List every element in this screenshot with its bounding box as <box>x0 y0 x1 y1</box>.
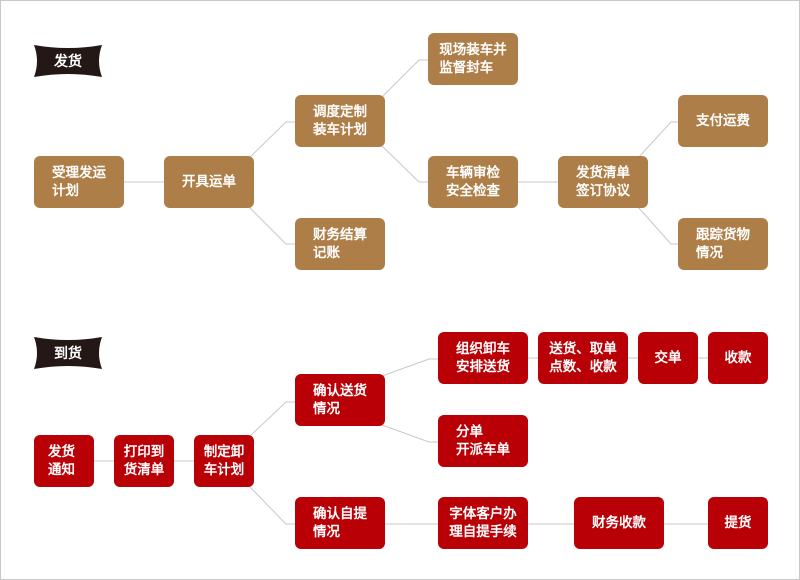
step-issue-waybill: 开具运单 <box>164 156 254 208</box>
step-dispatch-plan: 调度定制 装车计划 <box>295 95 385 147</box>
step-label: 发货清单 签订协议 <box>576 165 630 199</box>
step-vehicle-check: 车辆审检 安全检查 <box>428 156 518 208</box>
step-arrange-delivery: 组织卸车 安排送货 <box>438 332 528 384</box>
connector <box>637 206 678 245</box>
step-finance-settle: 财务结算 记账 <box>295 218 385 270</box>
step-label: 受理发运 计划 <box>52 165 106 199</box>
step-unload-plan: 制定卸 车计划 <box>194 435 254 487</box>
step-label: 确认自提 情况 <box>313 506 367 540</box>
step-label: 车辆审检 安全检查 <box>446 165 500 199</box>
section-title: 发货 <box>54 54 82 70</box>
connector <box>248 121 295 159</box>
step-label: 交单 <box>654 350 682 366</box>
step-deliver-collect: 送货、取单 点数、收款 <box>538 332 628 384</box>
step-label: 开具运单 <box>182 174 236 190</box>
step-label: 确认送货 情况 <box>313 383 367 417</box>
step-hand-over: 交单 <box>638 332 698 384</box>
step-label: 现场装车并 监督封车 <box>439 42 507 76</box>
step-split-order: 分单 开派车单 <box>438 415 528 467</box>
step-label: 制定卸 车计划 <box>203 444 245 478</box>
step-confirm-delivery: 确认送货 情况 <box>295 374 385 426</box>
step-print-list: 打印到 货清单 <box>114 435 174 487</box>
step-label: 财务收款 <box>592 515 646 531</box>
step-label: 提货 <box>724 515 752 531</box>
connector <box>248 401 295 438</box>
connector <box>381 59 428 98</box>
step-label: 分单 开派车单 <box>456 424 510 458</box>
step-label: 支付运费 <box>696 113 750 129</box>
connector <box>248 485 295 525</box>
step-pay-freight: 支付运费 <box>678 95 768 147</box>
connector <box>381 358 438 377</box>
section-badge-shipping: 发货 <box>34 45 102 77</box>
step-label: 财务结算 记账 <box>313 227 367 261</box>
step-sign-agreement: 发货清单 签订协议 <box>558 156 648 208</box>
section-badge-arrival: 到货 <box>34 337 102 369</box>
step-onsite-loading: 现场装车并 监督封车 <box>428 33 518 85</box>
step-label: 打印到 货清单 <box>123 444 165 478</box>
connector <box>381 145 428 183</box>
section-title: 到货 <box>54 346 82 362</box>
step-pickup: 提货 <box>708 497 768 549</box>
step-label: 收款 <box>724 350 752 366</box>
step-label: 发货通知 <box>48 444 75 478</box>
step-label: 调度定制 装车计划 <box>313 104 367 138</box>
connector <box>381 424 438 443</box>
step-track-goods: 跟踪货物 情况 <box>678 218 768 270</box>
step-label: 字体客户办 理自提手续 <box>449 506 517 540</box>
step-label: 组织卸车 安排送货 <box>456 341 510 375</box>
step-collect-payment: 收款 <box>708 332 768 384</box>
step-confirm-pickup: 确认自提 情况 <box>295 497 385 549</box>
step-finance-collect: 财务收款 <box>574 497 664 549</box>
connector <box>248 206 295 245</box>
step-label: 送货、取单 点数、收款 <box>549 341 617 375</box>
step-accept-plan: 受理发运 计划 <box>34 156 124 208</box>
step-label: 跟踪货物 情况 <box>696 227 750 261</box>
step-self-pickup: 字体客户办 理自提手续 <box>438 497 528 549</box>
step-notice: 发货通知 <box>34 435 94 487</box>
connector <box>637 121 678 159</box>
